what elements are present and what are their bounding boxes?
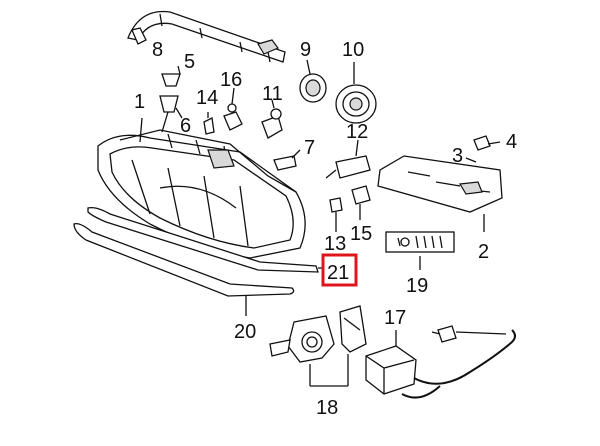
part-label-8: 8	[152, 39, 163, 61]
gasket-ring-part	[299, 59, 327, 103]
cover-cap-part	[335, 62, 377, 124]
part-label-18: 18	[316, 397, 338, 419]
small-bulb-parts	[329, 185, 371, 232]
lower-trim-strip-part	[87, 206, 322, 273]
part-label-1: 1	[134, 91, 145, 113]
lower-molding-part	[73, 223, 295, 316]
part-label-10: 10	[342, 39, 364, 61]
trim-strip-part	[127, 10, 286, 63]
mounting-bracket-part	[377, 135, 503, 232]
part-label-7: 7	[304, 137, 315, 159]
part-label-12: 12	[346, 121, 368, 143]
part-label-17: 17	[384, 307, 406, 329]
label-sticker-part	[385, 231, 455, 270]
part-label-4: 4	[506, 131, 517, 153]
headlamp-assembly-part	[97, 117, 306, 259]
bulb-holder-part	[261, 99, 283, 139]
part-label-19: 19	[406, 275, 428, 297]
part-label-5: 5	[184, 51, 195, 73]
bulb-part	[325, 139, 371, 179]
part-label-9: 9	[300, 39, 311, 61]
part-label-21: 21	[327, 262, 349, 284]
bulb-socket-parts	[203, 87, 243, 135]
part-label-13: 13	[324, 233, 346, 255]
part-label-6: 6	[180, 115, 191, 137]
part-label-2: 2	[478, 241, 489, 263]
part-label-20: 20	[234, 321, 256, 343]
part-label-15: 15	[350, 223, 372, 245]
part-label-14: 14	[196, 87, 218, 109]
highlight-box	[321, 253, 358, 287]
part-label-3: 3	[452, 145, 463, 167]
part-label-16: 16	[220, 69, 242, 91]
part-label-11: 11	[262, 83, 283, 105]
ring-clip-part	[273, 149, 301, 171]
leveling-adjuster-part	[269, 305, 367, 387]
clip-parts	[159, 65, 183, 133]
ballast-module-part	[365, 325, 516, 399]
